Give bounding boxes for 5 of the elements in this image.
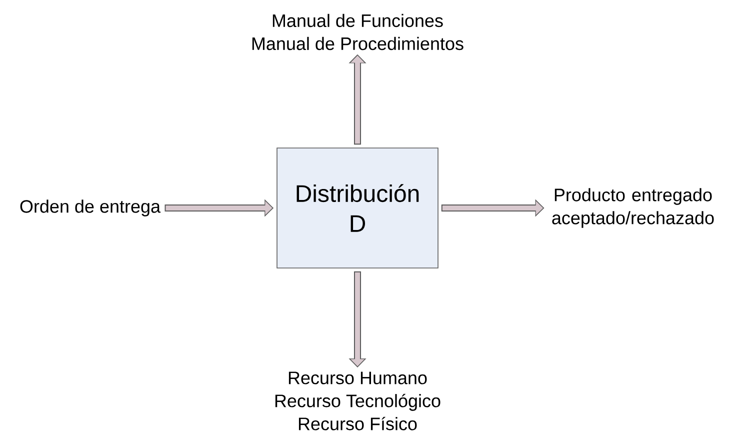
process-box: Distribución D	[276, 148, 438, 268]
text-label: Recurso Humano Recurso Tecnológico Recurso Físico	[275, 372, 440, 430]
text-label: Producto entregado aceptado/rechazado	[552, 188, 714, 228]
text-label: Orden de entrega	[20, 200, 161, 216]
text-label: Manual de Funciones Manual de Procedimientos	[252, 14, 464, 50]
